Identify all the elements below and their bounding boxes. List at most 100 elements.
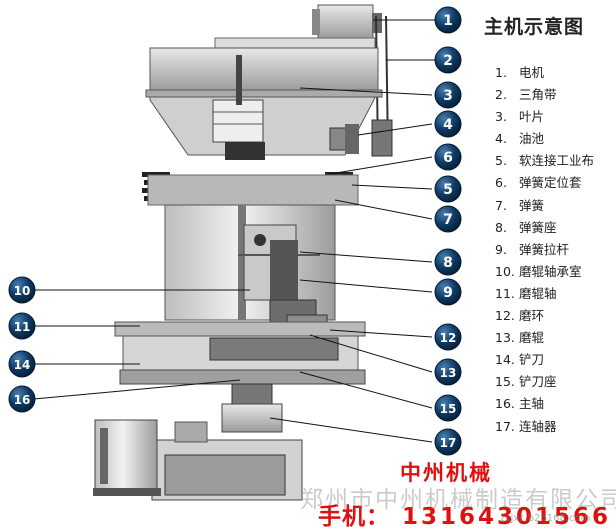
flex-connection: [147, 174, 359, 206]
base-housing: [114, 321, 366, 385]
callout-number: 3: [443, 88, 453, 104]
belt-pulley: [371, 119, 393, 157]
callout-3: 3: [434, 81, 462, 109]
callout-ball: [434, 81, 462, 109]
callout-ball: [8, 350, 36, 378]
callout-5: 5: [434, 175, 462, 203]
phone-line: 手机： 13164301566: [318, 497, 611, 531]
legend-item: 13. 磨辊: [495, 327, 594, 349]
legend-item: 14. 铲刀: [495, 349, 594, 371]
legend-item-label: 油池: [515, 131, 544, 147]
callout-number: 16: [14, 393, 31, 407]
callout-ball: [434, 358, 462, 386]
callout-number: 14: [14, 358, 31, 372]
legend-item-label: 叶片: [515, 109, 544, 125]
callout-number: 17: [440, 436, 457, 450]
legend-item-label: 电机: [515, 65, 544, 80]
legend-item: 17. 连轴器: [495, 416, 594, 438]
legend-item-label: 弹簧定位套: [515, 175, 582, 191]
company-watermark: 郑州市中州机械制造有限公司: [300, 487, 616, 513]
legend-item-label: 铲刀座: [515, 374, 557, 390]
legend-item-number: 15.: [495, 374, 515, 390]
legend-item-label: 三角带: [515, 87, 557, 103]
legend-item: 1. 电机: [495, 62, 594, 84]
legend-item-label: 连轴器: [515, 418, 557, 434]
legend-item-label: 软连接工业布: [515, 153, 594, 169]
callout-ball: [434, 46, 462, 74]
legend-item-label: 磨环: [515, 308, 544, 324]
callout-ball: [434, 110, 462, 138]
callout-number: 5: [443, 182, 453, 198]
main-shaft: [221, 383, 283, 433]
legend-item-number: 11.: [495, 285, 515, 301]
callout-number: 11: [14, 320, 31, 334]
legend-item: 16. 主轴: [495, 393, 594, 415]
callout-2: 2: [434, 46, 462, 74]
callout-ball: [434, 205, 462, 233]
legend-item-number: 16.: [495, 396, 515, 412]
legend-item-number: 13.: [495, 330, 515, 346]
callout-11: 11: [8, 312, 36, 340]
legend-item: 15. 铲刀座: [495, 371, 594, 393]
callout-number: 2: [443, 53, 453, 69]
callout-ball: [434, 428, 462, 456]
callout-ball: [434, 278, 462, 306]
legend-item-label: 磨辊: [515, 330, 544, 346]
phone-number: 13164301566: [402, 504, 612, 530]
legend-item: 2. 三角带: [495, 84, 594, 106]
callout-number: 10: [14, 284, 31, 298]
leader-lines: [33, 19, 435, 443]
legend-item-label: 弹簧座: [515, 219, 557, 235]
oil-pool: [329, 124, 359, 154]
legend-item-number: 7.: [495, 197, 507, 213]
callout-4: 4: [434, 110, 462, 138]
legend-item-label: 磨辊轴承室: [515, 263, 582, 279]
legend-item: 12. 磨环: [495, 305, 594, 327]
callout-ball: [8, 385, 36, 413]
gearbox: [151, 421, 303, 501]
callout-number: 12: [440, 331, 457, 345]
legend-item-number: 9.: [495, 241, 507, 257]
callout-8: 8: [434, 248, 462, 276]
legend-item-number: 6.: [495, 175, 507, 191]
callout-12: 12: [434, 323, 462, 351]
callout-14: 14: [8, 350, 36, 378]
callout-13: 13: [434, 358, 462, 386]
legend-item-label: 弹簧: [515, 197, 544, 213]
callout-ball: [434, 394, 462, 422]
callout-number: 8: [443, 255, 453, 271]
legend-item-number: 14.: [495, 352, 515, 368]
legend-item: 7. 弹簧: [495, 195, 594, 217]
company-name: 中州机械: [400, 461, 492, 485]
legend-item: 4. 油池: [495, 128, 594, 150]
legend-item-number: 10.: [495, 263, 515, 279]
callout-7: 7: [434, 205, 462, 233]
diagram-title: 主机示意图: [484, 16, 585, 38]
callout-ball: [434, 175, 462, 203]
callout-1: 1: [434, 6, 462, 34]
legend-item-number: 3.: [495, 109, 507, 125]
callout-ball: [434, 143, 462, 171]
callout-ball: [434, 323, 462, 351]
callout-ball: [8, 312, 36, 340]
legend-item-number: 5.: [495, 153, 507, 169]
legend-item-number: 17.: [495, 418, 515, 434]
legend-item-label: 磨辊轴: [515, 285, 557, 301]
legend-item-number: 12.: [495, 308, 515, 324]
callout-17: 17: [434, 428, 462, 456]
callout-number: 1: [443, 13, 453, 29]
callout-number: 7: [443, 212, 453, 228]
legend-item: 9. 弹簧拉杆: [495, 239, 594, 261]
lower-motor: [93, 419, 161, 496]
legend-item: 10. 磨辊轴承室: [495, 261, 594, 283]
analyzer-housing: [145, 47, 383, 156]
phone-label: 手机：: [318, 504, 390, 530]
legend-item: 3. 叶片: [495, 106, 594, 128]
legend-item-label: 弹簧拉杆: [515, 241, 569, 257]
callout-number: 15: [440, 402, 457, 416]
callout-number: 13: [440, 366, 457, 380]
callout-number: 6: [443, 150, 453, 166]
callout-ball: [434, 248, 462, 276]
